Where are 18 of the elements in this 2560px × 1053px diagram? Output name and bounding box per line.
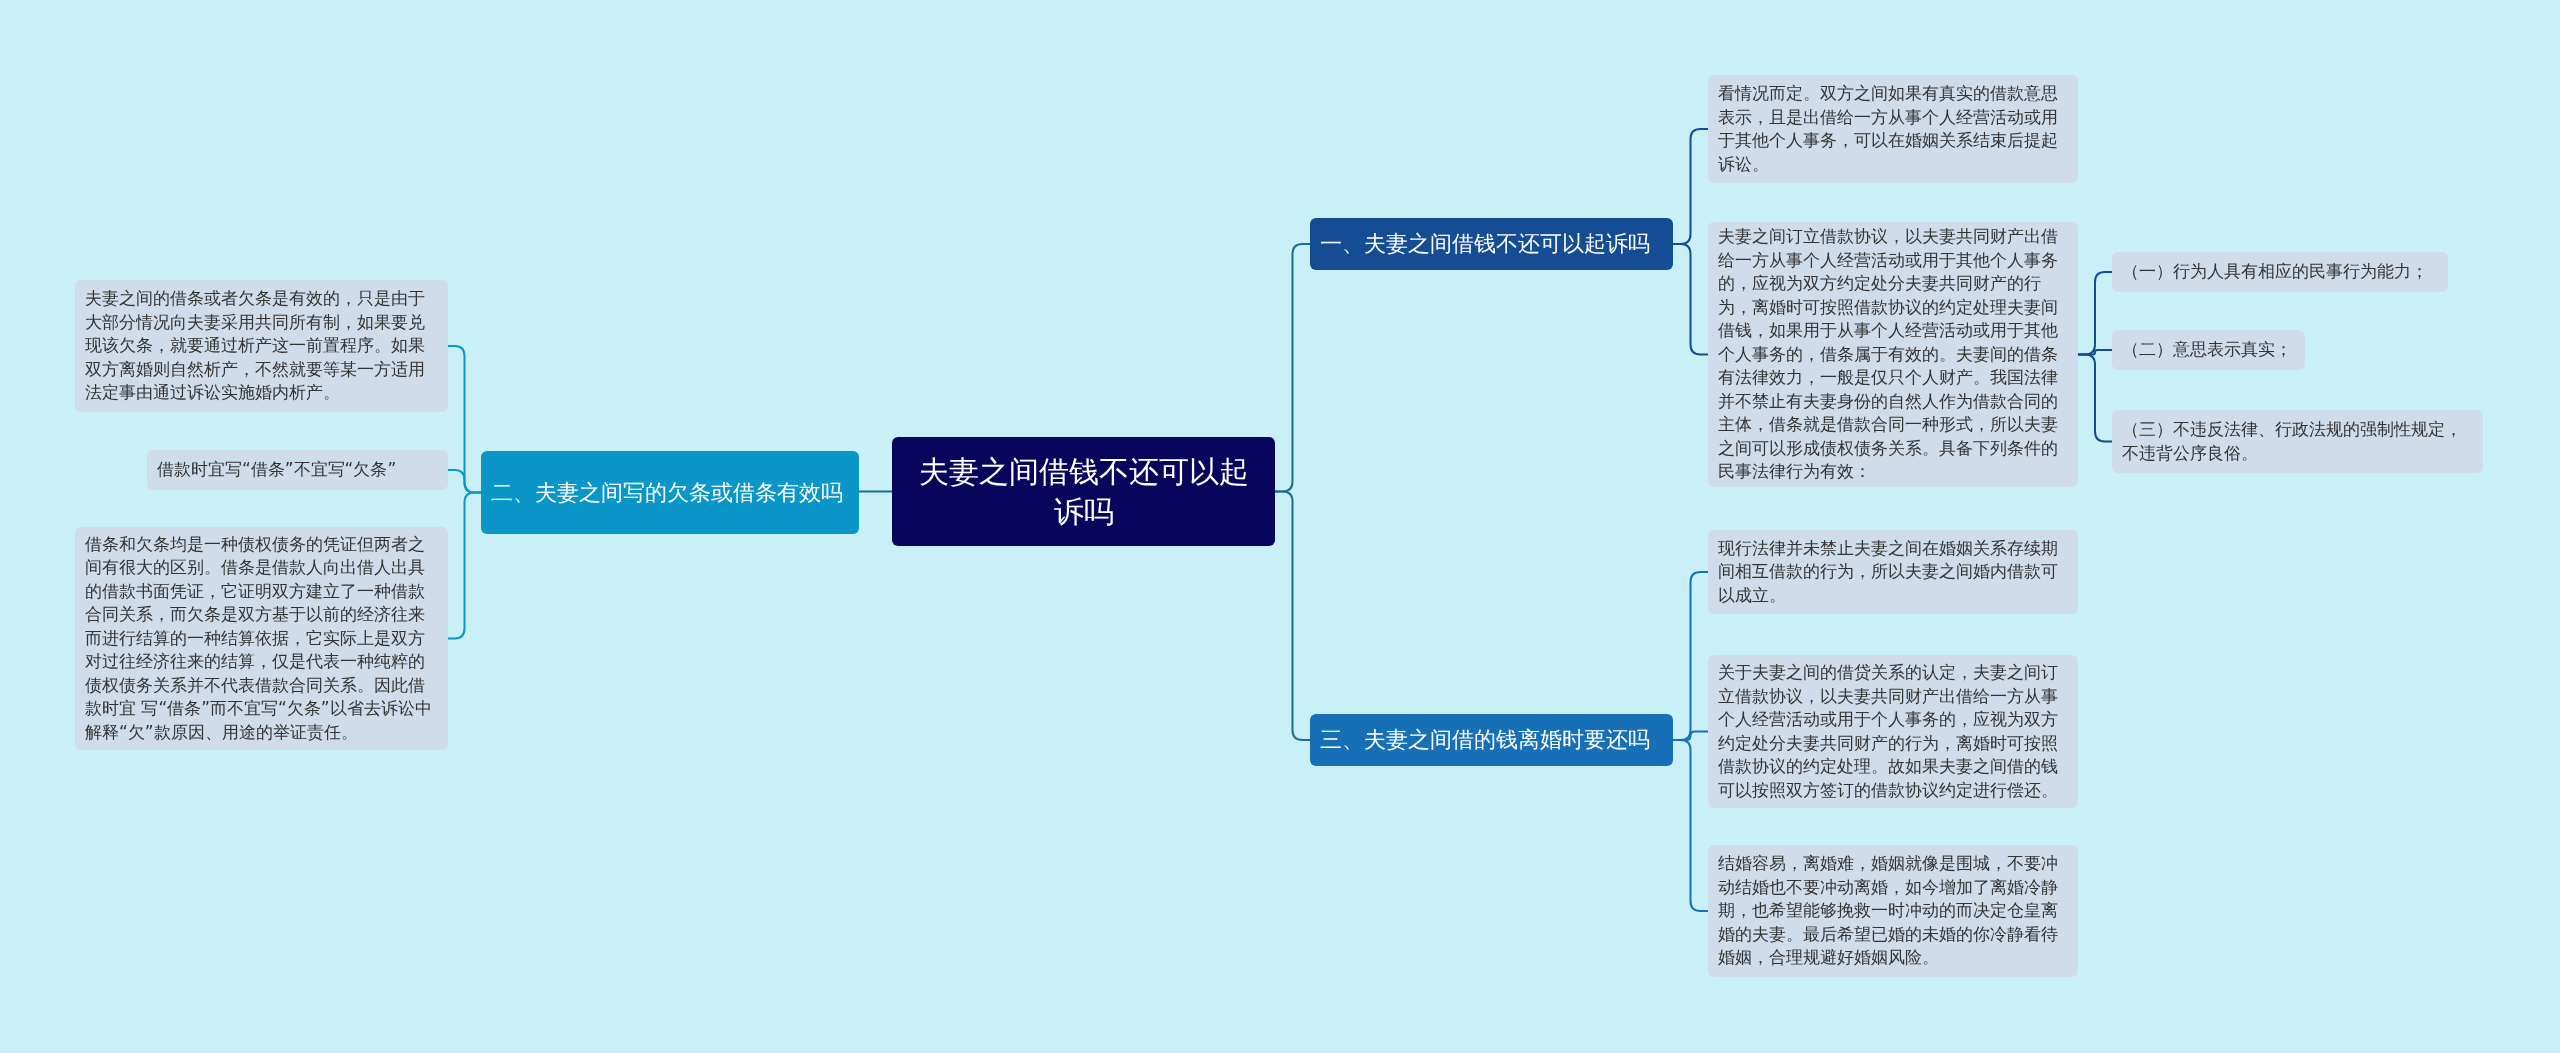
note-box: 借款时宜写“借条”不宜写“欠条”: [147, 450, 448, 490]
note-box: 夫妻之间订立借款协议，以夫妻共同财产出借给一方从事个人经营活动或用于其他个人事务的，应视为双方约定处分夫妻共同财产的行为，离婚时可按照借款协议的约定处理夫妻间借钱，如果用于从事个人经营活动或用于其他个人事务的，借条属于有效的。夫妻间的借条有法律效力，一般是仅只个人财产。我国法律并不禁止有夫妻身份的自然人作为借款合同的主体，借条就是借款合同一种形式，所以夫妻之间可以形成债权债务关系。具备下列条件的民事法律行为有效：: [1708, 222, 2078, 487]
note-box: 现行法律并未禁止夫妻之间在婚姻关系存续期间相互借款的行为，所以夫妻之间婚内借款可以成立。: [1708, 530, 2078, 614]
note-box: 关于夫妻之间的借贷关系的认定，夫妻之间订立借款协议，以夫妻共同财产出借给一方从事个人经营活动或用于个人事务的，应视为双方约定处分夫妻共同财产的行为，离婚时可按照借款协议的约定处理。故如果夫妻之间借的钱可以按照双方签订的借款协议约定进行偿还。: [1708, 655, 2078, 808]
note-box: 借条和欠条均是一种债权债务的凭证但两者之间有很大的区别。借条是借款人向出借人出具的借款书面凭证，它证明双方建立了一种借款合同关系，而欠条是双方基于以前的经济往来而进行结算的一种结算依据，它实际上是双方对过往经济往来的结算，仅是代表一种纯粹的债权债务关系并不代表借款合同关系。因此借款时宜 写“借条”而不宜写“欠条”以省去诉讼中解释“欠”款原因、用途的举证责任。: [75, 527, 448, 750]
note-box: 夫妻之间的借条或者欠条是有效的，只是由于大部分情况向夫妻采用共同所有制，如果要兑现该欠条，就要通过析产这一前置程序。如果双方离婚则自然析产，不然就要等某一方适用法定事由通过诉讼实施婚内析产。: [75, 280, 448, 412]
note-box: （一）行为人具有相应的民事行为能力；: [2112, 252, 2448, 292]
connector-line: [858, 490, 893, 493]
note-box: 结婚容易，离婚难，婚姻就像是围城，不要冲动结婚也不要冲动离婚，如今增加了离婚冷静期，也希望能够挽救一时冲动的而决定仓皇离婚的夫妻。最后希望已婚的未婚的你冷静看待婚姻，合理规避好婚姻风险。: [1708, 845, 2078, 977]
branch-topic-box: 二、夫妻之间写的欠条或借条有效吗: [481, 451, 859, 534]
connector-line: [1672, 243, 1709, 356]
branch-topic-box: 一、夫妻之间借钱不还可以起诉吗: [1310, 218, 1673, 270]
note-box: 看情况而定。双方之间如果有真实的借款意思表示，且是出借给一方从事个人经营活动或用于其他个人事务，可以在婚姻关系结束后提起诉讼。: [1708, 75, 2078, 183]
connector-line: [447, 491, 482, 640]
note-box: （二）意思表示真实；: [2112, 330, 2305, 370]
note-box: （三）不违反法律、行政法规的强制性规定，不违背公序良俗。: [2112, 410, 2483, 473]
central-topic-box: 夫妻之间借钱不还可以起诉吗: [892, 437, 1275, 546]
branch-topic-box: 三、夫妻之间借的钱离婚时要还吗: [1310, 714, 1673, 766]
